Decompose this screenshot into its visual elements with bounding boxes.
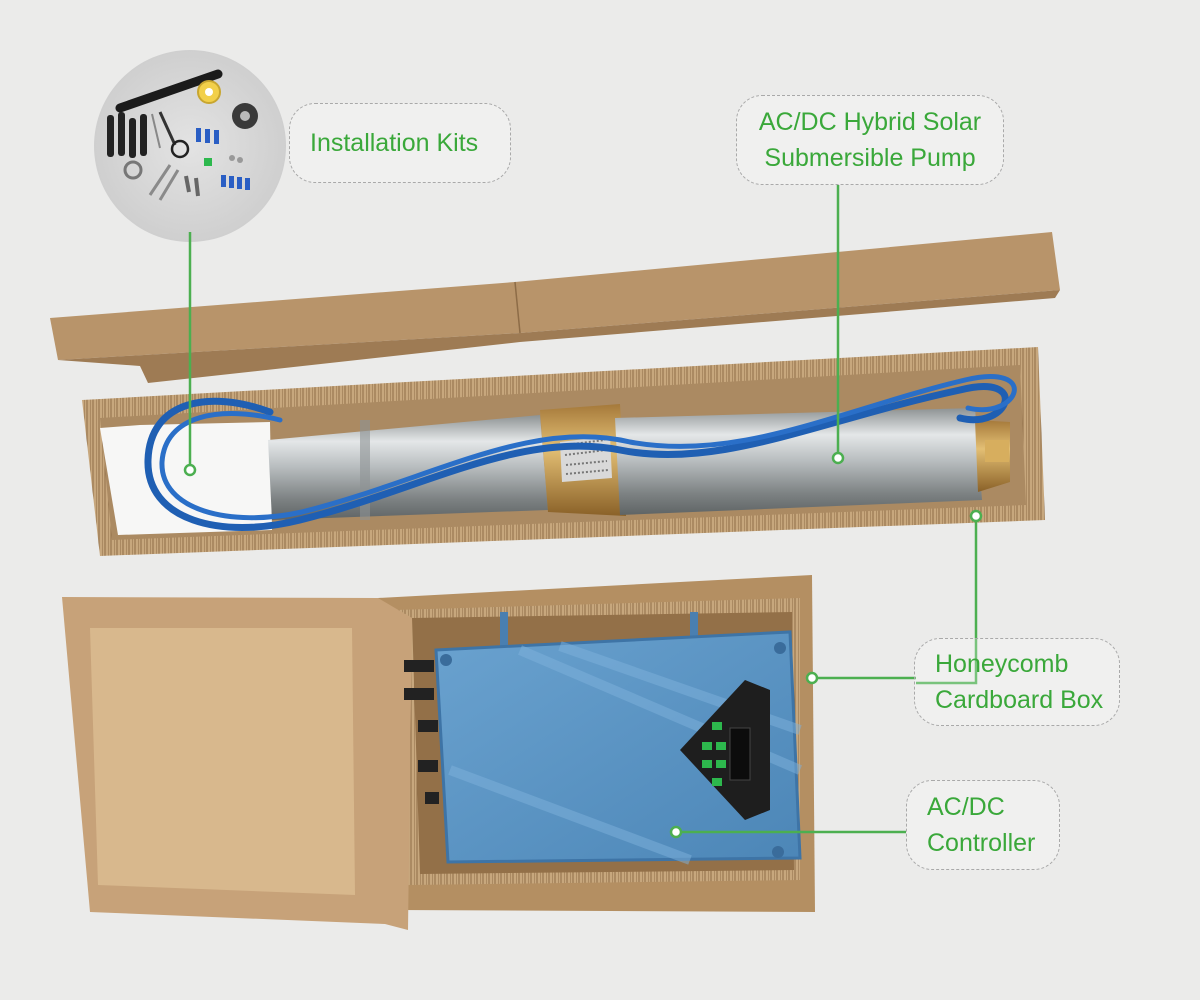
controller-label-line2: Controller <box>927 829 1036 857</box>
box-label-line1: Honeycomb <box>935 650 1069 678</box>
installation-kit-photo <box>94 50 286 242</box>
callout-leaders <box>188 185 978 834</box>
pump-label: AC/DC Hybrid Solar Submersible Pump <box>736 95 1004 185</box>
installation-kits-label: Installation Kits <box>289 103 511 183</box>
pump-dot <box>831 451 845 465</box>
callout-dots <box>183 451 983 839</box>
controller-label: AC/DC Controller <box>906 780 1060 870</box>
blue-power-cable <box>144 374 1017 531</box>
installation-kits-text: Installation Kits <box>310 129 479 157</box>
box-dot-upper <box>969 509 983 523</box>
kits-dot <box>183 463 197 477</box>
pump-label-line1: AC/DC Hybrid Solar <box>758 108 982 136</box>
box-label-line2: Cardboard Box <box>935 686 1104 714</box>
ac-dc-controller <box>404 612 802 865</box>
box-leader-line-upper <box>916 516 978 685</box>
pump-box-lid <box>50 232 1060 383</box>
controller-dot <box>669 825 683 839</box>
box-dot-lower <box>805 671 819 685</box>
pump-label-line2: Submersible Pump <box>764 144 976 172</box>
controller-label-line1: AC/DC <box>927 793 1005 821</box>
honeycomb-box-label: Honeycomb Cardboard Box <box>914 638 1120 726</box>
